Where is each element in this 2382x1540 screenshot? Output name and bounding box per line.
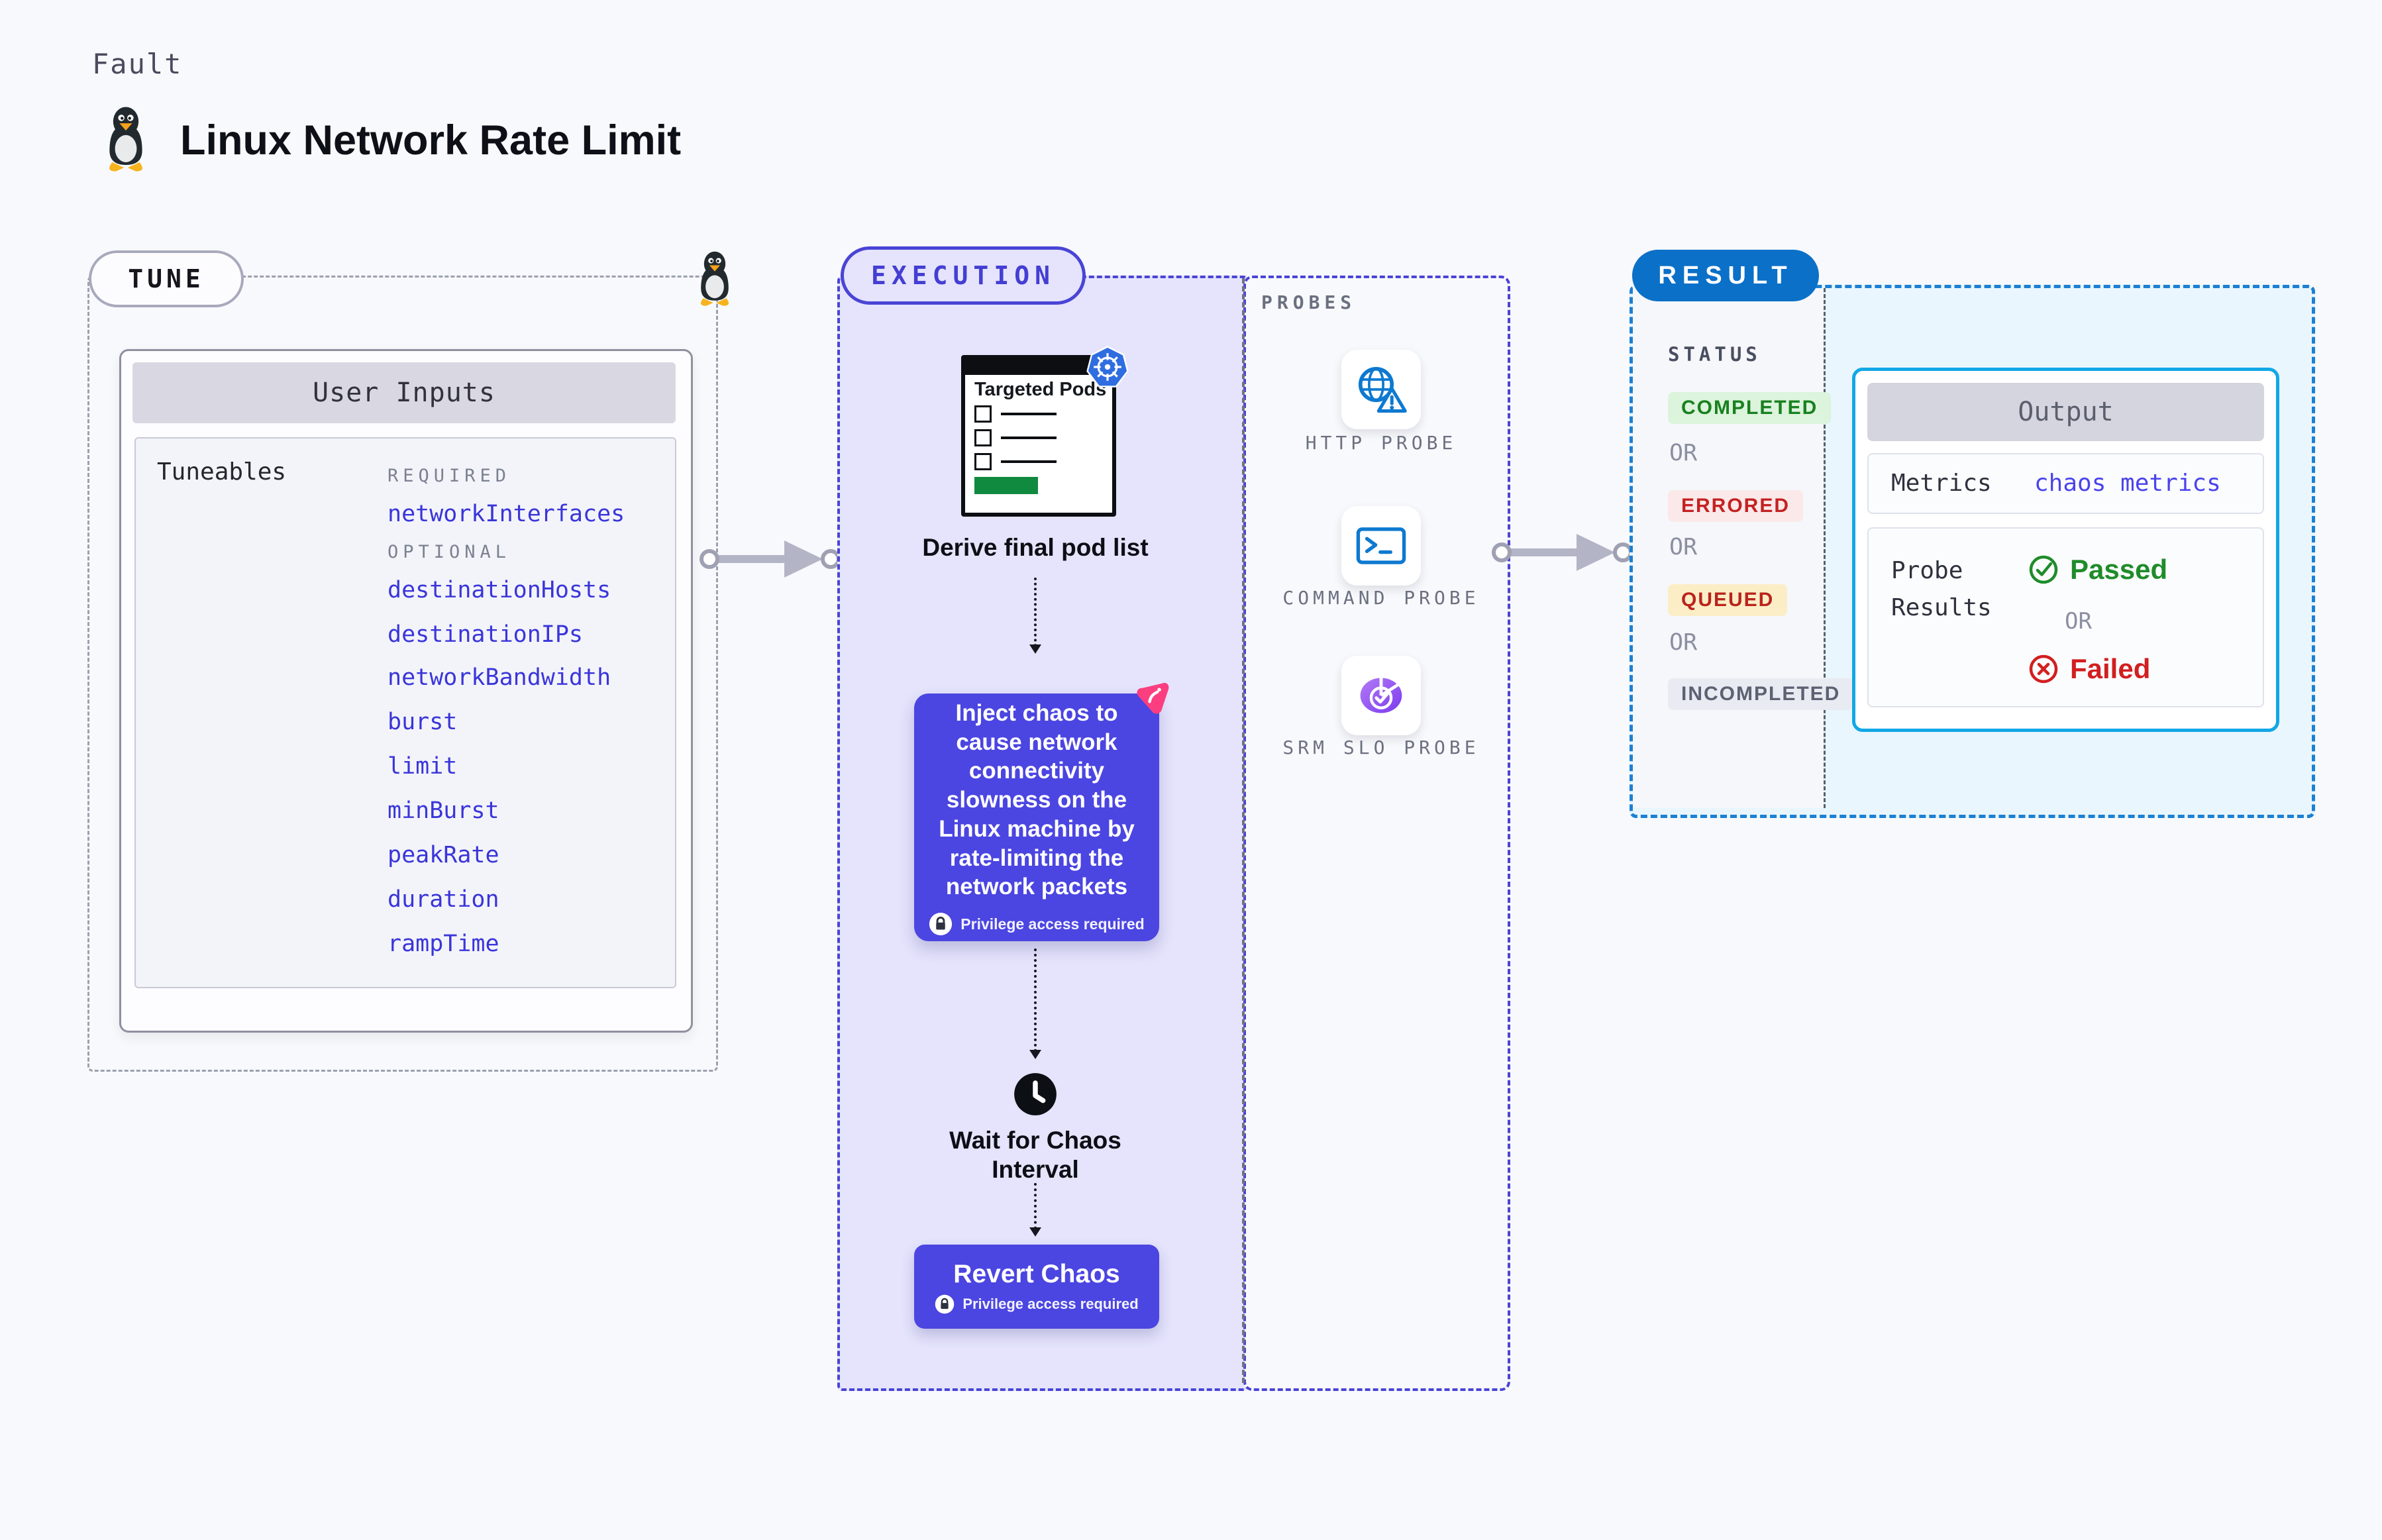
inject-chaos-step: Inject chaos to cause network connectivi… (914, 693, 1159, 941)
tuneables-panel (134, 437, 676, 988)
passed-label: Passed (2070, 554, 2168, 585)
kubernetes-icon (1086, 346, 1129, 387)
param-destinationIPs: destinationIPs (388, 621, 584, 648)
tuneables-label: Tuneables (157, 458, 287, 486)
flow-connector (1029, 949, 1041, 1059)
execution-badge: EXECUTION (841, 246, 1086, 305)
privilege-note: Privilege access required (929, 912, 1145, 936)
execution-to-result-arrow (1492, 534, 1633, 571)
revert-chaos-text: Revert Chaos (953, 1259, 1120, 1288)
privilege-note-text: Privilege access required (960, 915, 1145, 933)
checkbox-icon (974, 405, 992, 423)
param-networkBandwidth: networkBandwidth (388, 664, 611, 691)
derive-pod-list-step: Derive final pod list (922, 534, 1149, 561)
or-label: OR (1669, 629, 1698, 656)
param-burst: burst (388, 709, 458, 735)
list-line (1001, 413, 1057, 416)
status-errored-badge: ERRORED (1668, 490, 1804, 522)
status-incompleted-badge: INCOMPLETED (1668, 678, 1854, 710)
inject-chaos-text: Inject chaos to cause network connectivi… (939, 699, 1135, 900)
command-probe-label: COMMAND PROBE (1282, 587, 1480, 609)
required-label: REQUIRED (388, 466, 511, 486)
metrics-label: Metrics (1891, 470, 1992, 497)
metrics-row: Metrics chaos metrics (1867, 453, 2264, 514)
privilege-note-text: Privilege access required (962, 1295, 1139, 1312)
privilege-note: Privilege access required (935, 1294, 1139, 1314)
check-circle-icon (2029, 555, 2058, 584)
status-completed-badge: COMPLETED (1668, 392, 1832, 424)
checkbox-icon (974, 429, 992, 447)
probe-results-row: Probe Results Passed OR Failed (1867, 527, 2264, 707)
user-inputs-title: User Inputs (132, 362, 676, 423)
http-probe-label: HTTP PROBE (1305, 432, 1457, 454)
http-probe-card (1341, 350, 1421, 429)
result-divider (1824, 288, 1826, 808)
param-duration: duration (388, 886, 499, 913)
lock-icon (935, 1294, 955, 1313)
tux-penguin-icon (700, 251, 729, 306)
result-badge: RESULT (1632, 250, 1819, 301)
passed-result: Passed (2028, 554, 2167, 586)
probes-left-divider (1242, 278, 1245, 1383)
param-networkInterfaces: networkInterfaces (388, 501, 625, 527)
failed-label: Failed (2070, 653, 2151, 684)
srm-slo-probe-card (1341, 656, 1421, 735)
targeted-pods-icon: Targeted Pods (961, 355, 1116, 517)
x-circle-icon (2029, 654, 2058, 684)
result-status-panel (1633, 288, 1824, 808)
terminal-icon (1356, 527, 1406, 564)
page-title: Linux Network Rate Limit (180, 117, 682, 164)
tux-penguin-icon (109, 107, 142, 172)
optional-label: OPTIONAL (388, 542, 511, 562)
globe-alert-icon (1358, 366, 1407, 413)
list-line (1001, 436, 1057, 440)
lock-icon (929, 913, 953, 936)
or-label: OR (1669, 440, 1698, 466)
tune-section (87, 276, 718, 1072)
param-destinationHosts: destinationHosts (388, 577, 611, 603)
list-line (1001, 460, 1057, 464)
output-title: Output (1867, 383, 2264, 441)
param-peakRate: peakRate (388, 842, 499, 868)
revert-chaos-step: Revert Chaos Privilege access required (914, 1245, 1159, 1329)
flow-connector (1029, 1183, 1041, 1237)
targeted-pods-label: Targeted Pods (974, 379, 1107, 400)
param-minBurst: minBurst (388, 797, 499, 824)
probe-results-label: Probe Results (1891, 557, 1992, 621)
flow-connector (1029, 578, 1041, 654)
green-bar (974, 477, 1038, 495)
command-probe-card (1341, 506, 1421, 586)
tune-badge: TUNE (89, 250, 244, 307)
probes-section (1243, 276, 1510, 1391)
param-rampTime: rampTime (388, 931, 499, 957)
litmus-chaos-icon (1137, 683, 1169, 714)
or-label: OR (2065, 608, 2092, 635)
slo-gauge-icon (1360, 676, 1402, 713)
fault-eyebrow: Fault (92, 48, 183, 80)
wait-chaos-interval-step: Wait for Chaos Interval (949, 1127, 1121, 1183)
clock-icon (1014, 1073, 1057, 1115)
or-label: OR (1669, 534, 1698, 560)
checkbox-icon (974, 453, 992, 471)
probes-title: PROBES (1261, 291, 1357, 313)
targeted-pods-list (974, 405, 1112, 471)
status-label: STATUS (1668, 343, 1761, 366)
failed-result: Failed (2028, 653, 2150, 685)
tune-to-execution-arrow (699, 540, 841, 578)
param-limit: limit (388, 753, 458, 780)
output-card: Output Metrics chaos metrics Probe Resul… (1852, 368, 2279, 732)
status-queued-badge: QUEUED (1668, 584, 1788, 616)
metrics-value: chaos metrics (2034, 470, 2221, 497)
srm-slo-probe-label: SRM SLO PROBE (1282, 737, 1480, 758)
